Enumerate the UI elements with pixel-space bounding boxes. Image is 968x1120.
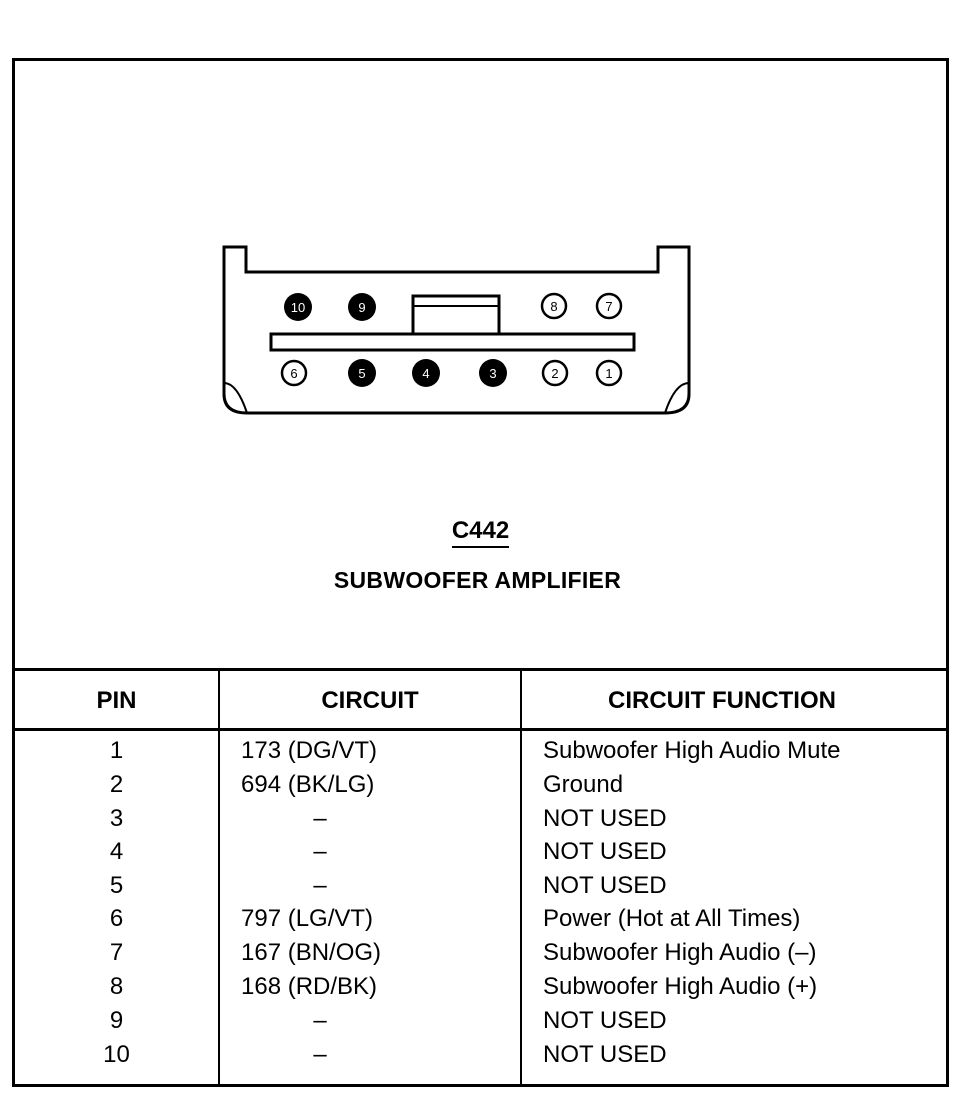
pin-cell: 1 [109, 737, 124, 764]
svg-text:6: 6 [290, 366, 297, 381]
svg-text:3: 3 [489, 366, 496, 381]
circuit-cell: 797 (LG/VT) [241, 905, 374, 932]
function-cell: NOT USED [543, 1041, 667, 1068]
pin-cell: 4 [109, 838, 124, 865]
connector-face-drawing: 10 9 8 7 6 5 4 3 [222, 245, 691, 415]
pin-9: 9 [348, 293, 376, 321]
svg-text:1: 1 [605, 366, 612, 381]
table-row: 7 167 (BN/OG) Subwoofer High Audio (–) [15, 939, 946, 973]
circuit-cell: 694 (BK/LG) [241, 771, 375, 798]
circuit-cell: 173 (DG/VT) [241, 737, 378, 764]
svg-text:8: 8 [550, 299, 557, 314]
connector-id: C442 [15, 517, 946, 548]
column-divider [520, 671, 522, 1087]
connector-housing [222, 245, 691, 415]
table-row: 6 797 (LG/VT) Power (Hot at All Times) [15, 905, 946, 939]
pin-7: 7 [595, 292, 623, 320]
circuit-cell: – [313, 805, 327, 832]
table-row: 5 – NOT USED [15, 872, 946, 906]
pin-1: 1 [595, 359, 623, 387]
svg-text:5: 5 [358, 366, 365, 381]
function-cell: NOT USED [543, 805, 667, 832]
table-row: 2 694 (BK/LG) Ground [15, 771, 946, 805]
function-cell: Subwoofer High Audio Mute [543, 737, 841, 764]
function-cell: NOT USED [543, 872, 667, 899]
function-cell: Ground [543, 771, 624, 798]
table-row: 8 168 (RD/BK) Subwoofer High Audio (+) [15, 973, 946, 1007]
function-cell: Power (Hot at All Times) [543, 905, 801, 932]
pin-cell: 3 [109, 805, 124, 832]
pin-cell: 7 [109, 939, 124, 966]
function-cell: NOT USED [543, 1007, 667, 1034]
svg-text:9: 9 [358, 300, 365, 315]
pin-cell: 10 [103, 1041, 130, 1068]
connector-latch [411, 294, 501, 334]
circuit-cell: – [313, 1007, 327, 1034]
table-header-row: PIN CIRCUIT CIRCUIT FUNCTION [15, 671, 946, 731]
header-circuit-function: CIRCUIT FUNCTION [608, 687, 836, 714]
circuit-cell: – [313, 872, 327, 899]
circuit-cell: – [313, 1041, 327, 1068]
connector-name: SUBWOOFER AMPLIFIER [333, 567, 622, 593]
pin-8: 8 [540, 292, 568, 320]
table-row: 1 173 (DG/VT) Subwoofer High Audio Mute [15, 737, 946, 771]
svg-text:2: 2 [551, 366, 558, 381]
table-row: 9 – NOT USED [15, 1007, 946, 1041]
table-row: 3 – NOT USED [15, 805, 946, 839]
circuit-cell: 167 (BN/OG) [241, 939, 382, 966]
pin-cell: 8 [109, 973, 124, 1000]
pin-cell: 5 [109, 872, 124, 899]
pin-6: 6 [280, 359, 308, 387]
header-circuit: CIRCUIT [321, 687, 419, 714]
pin-cell: 9 [109, 1007, 124, 1034]
table-row: 10 – NOT USED [15, 1041, 946, 1075]
pin-10: 10 [284, 293, 312, 321]
pin-2: 2 [541, 359, 569, 387]
connector-divider-bar [269, 332, 636, 352]
pin-4: 4 [412, 359, 440, 387]
svg-text:10: 10 [291, 300, 305, 315]
pinout-table: PIN CIRCUIT CIRCUIT FUNCTION 1 173 (DG/V… [15, 668, 946, 1087]
column-divider [218, 671, 220, 1087]
pin-3: 3 [479, 359, 507, 387]
circuit-cell: – [313, 838, 327, 865]
header-pin: PIN [96, 687, 137, 714]
table-row: 4 – NOT USED [15, 838, 946, 872]
svg-text:4: 4 [422, 366, 429, 381]
function-cell: Subwoofer High Audio (+) [543, 973, 818, 1000]
diagram-frame: 10 9 8 7 6 5 4 3 [12, 58, 949, 1087]
pin-5: 5 [348, 359, 376, 387]
function-cell: NOT USED [543, 838, 667, 865]
circuit-cell: 168 (RD/BK) [241, 973, 378, 1000]
function-cell: Subwoofer High Audio (–) [543, 939, 817, 966]
pin-cell: 6 [109, 905, 124, 932]
svg-text:7: 7 [605, 299, 612, 314]
pin-cell: 2 [109, 771, 124, 798]
